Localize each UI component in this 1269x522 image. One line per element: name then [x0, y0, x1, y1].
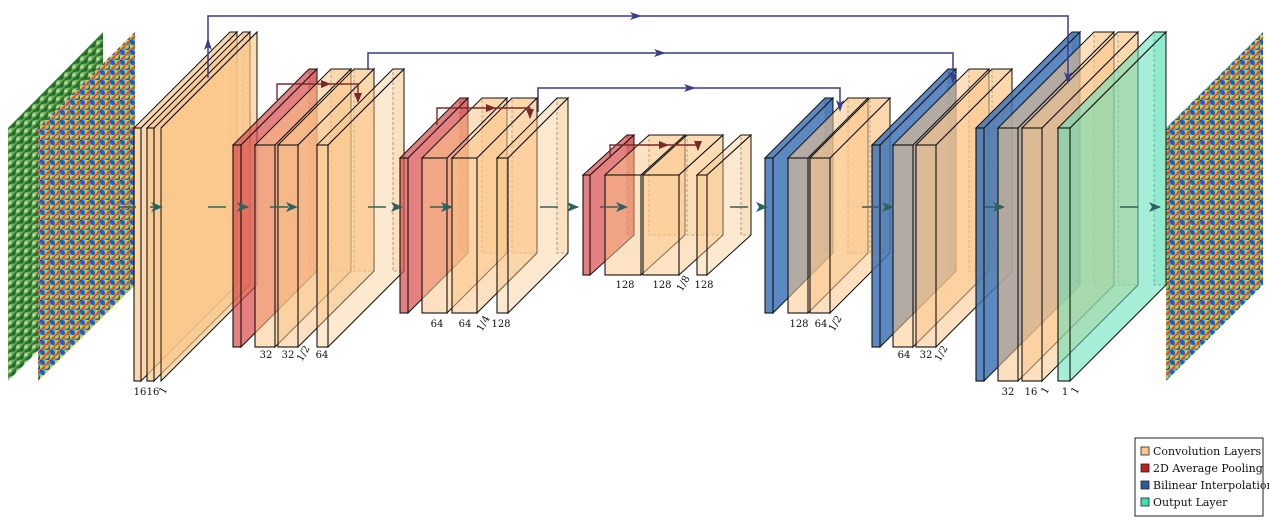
- label-b3-d: 128: [491, 319, 510, 330]
- skip-connection: [537, 87, 841, 112]
- label-b4-d: 128: [694, 280, 713, 291]
- legend-swatch-pool: [1140, 463, 1150, 473]
- label-b2-b: 32: [282, 350, 295, 361]
- legend-swatch-interp: [1140, 480, 1150, 490]
- label-b3-c: 1/4: [475, 314, 493, 333]
- legend-label-output: Output Layer: [1153, 496, 1228, 509]
- skip-arrowhead: [1064, 72, 1072, 84]
- input-image-heatmap: [38, 32, 135, 381]
- label-b6-a: 64: [898, 350, 911, 361]
- conv-layer-block3-b: [450, 96, 539, 315]
- legend-label-pool: 2D Average Pooling: [1153, 462, 1263, 475]
- label-b1-c: 1: [157, 385, 170, 396]
- label-b1-a: 16: [134, 387, 147, 398]
- skip-arrowhead: [836, 100, 844, 112]
- label-b7-d: 1: [1062, 387, 1068, 398]
- residual-arrow: [436, 104, 496, 125]
- label-b1-b: 16: [147, 387, 160, 398]
- legend-label-conv: Convolution Layers: [1153, 445, 1262, 458]
- skip-arrowhead: [949, 72, 957, 84]
- skip-arrowhead: [630, 12, 642, 20]
- residual-arrow: [330, 83, 362, 103]
- legend-swatch-conv: [1140, 446, 1150, 456]
- conv-layer-block2-c: [315, 67, 406, 349]
- skip-arrowhead: [204, 38, 212, 50]
- skip-arrowhead: [654, 49, 666, 57]
- label-b6-b: 32: [920, 350, 933, 361]
- residual-arrow: [495, 107, 534, 119]
- output-layer: [1056, 30, 1168, 383]
- legend-box: [1134, 437, 1264, 517]
- label-b7-a: 32: [1002, 387, 1015, 398]
- conv-layer-block3-c: [495, 96, 570, 315]
- label-b7-e: 1: [1069, 385, 1082, 396]
- skip-arrowhead: [684, 84, 696, 92]
- residual-arrow: [276, 80, 331, 100]
- label-b2-d: 64: [316, 350, 329, 361]
- label-b4-b: 128: [652, 280, 671, 291]
- conv-layer-block4-c: [695, 133, 753, 277]
- label-b7-c: 1: [1039, 385, 1052, 396]
- legend-label-interp: Bilinear Interpolation: [1153, 479, 1269, 492]
- label-b4-a: 128: [615, 280, 634, 291]
- label-b7-b: 16: [1025, 387, 1038, 398]
- label-b5-c: 1/2: [827, 314, 845, 333]
- output-image-heatmap: [1166, 32, 1263, 381]
- label-b3-a: 64: [431, 319, 444, 330]
- skip-connection: [367, 52, 954, 82]
- legend-swatch-output: [1140, 497, 1150, 507]
- label-b3-b: 64: [459, 319, 472, 330]
- legend: Convolution Layers 2D Average Pooling Bi…: [1134, 437, 1269, 517]
- residual-arrow: [609, 141, 669, 158]
- label-b5-a: 128: [789, 319, 808, 330]
- label-b2-a: 32: [260, 350, 273, 361]
- label-b5-b: 64: [815, 319, 828, 330]
- label-b4-c: 1/8: [675, 274, 693, 293]
- residual-arrow: [668, 141, 702, 151]
